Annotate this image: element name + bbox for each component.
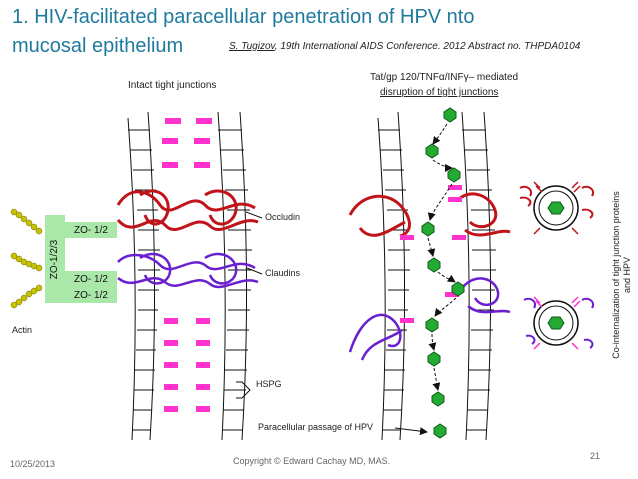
hspg-intact — [162, 118, 212, 412]
intact-label: Intact tight junctions — [128, 80, 217, 91]
hspg-label: HSPG — [256, 379, 282, 389]
occludin-intact — [116, 189, 259, 232]
intact-membrane-left-2 — [217, 111, 248, 441]
page-number: 21 — [590, 451, 601, 461]
disruption-label-line2: disruption of tight junctions — [380, 87, 499, 98]
passage-arrows — [427, 123, 457, 391]
actin-filaments — [10, 208, 43, 309]
paracellular-label: Paracellular passage of HPV — [258, 422, 374, 432]
disruption-label-line1: Tat/gp 120/TNFα/INFγ– mediated — [370, 72, 519, 83]
cointernalization-label: Co-internalization of tight junction pro… — [611, 191, 632, 359]
disrupted-membrane — [377, 111, 492, 441]
actin-label: Actin — [12, 325, 33, 335]
vesicle-bottom — [523, 296, 594, 350]
vesicle-top — [519, 181, 594, 235]
zo-12-box-top: ZO- 1/2 — [65, 222, 117, 238]
hspg-disrupted — [400, 185, 466, 323]
disrupted-membrane-ticks — [378, 129, 496, 431]
intact-membrane-ticks — [128, 129, 252, 431]
leader-lines — [236, 211, 428, 436]
claudins-intact — [117, 252, 259, 289]
zo-123-box: ZO-1/2/3 — [45, 215, 65, 303]
zo-12-box-bottom: ZO- 1/2 — [65, 287, 117, 303]
slide-title-line2: mucosal epithelium — [12, 35, 184, 57]
copyright: Copyright © Edward Cachay MD, MAS. — [233, 456, 391, 466]
occludin-label: Occludin — [265, 212, 301, 222]
occludin-disrupted — [348, 192, 511, 238]
citation-author: S. Tugizov — [229, 41, 275, 52]
zo-12-box-middle: ZO- 1/2 — [65, 271, 117, 287]
intact-membrane-left-1 — [127, 111, 156, 441]
hpv-particles — [421, 107, 465, 439]
citation-rest: , 19th International AIDS Conference. 20… — [274, 41, 581, 52]
citation: S. Tugizov, 19th International AIDS Conf… — [229, 41, 580, 52]
slide-date: 10/25/2013 — [10, 459, 56, 469]
claudins-disrupted — [348, 277, 511, 361]
claudins-label: Claudins — [265, 268, 301, 278]
slide-title-line1: 1. HIV-facilitated paracellular penetrat… — [12, 6, 475, 28]
